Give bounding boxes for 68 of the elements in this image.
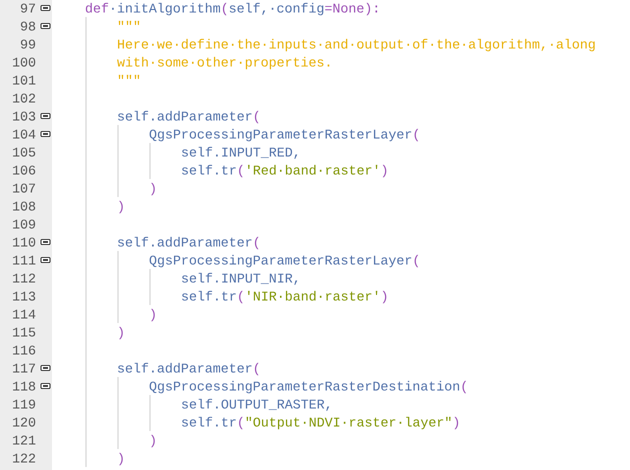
line-number: 106 — [13, 166, 36, 175]
code-text: QgsProcessingParameterRasterLayer — [150, 254, 412, 268]
code-text: ( — [239, 290, 243, 304]
code-text: =None): — [325, 2, 378, 16]
code-text: with·some·other·properties. — [117, 56, 330, 70]
line-number: 114 — [13, 310, 36, 318]
code-text: QgsProcessingParameterRasterLayer — [150, 128, 412, 142]
code-text: ) — [119, 452, 123, 466]
code-text: ( — [239, 164, 243, 178]
code-text: """ — [118, 74, 140, 79]
line-number: 112 — [13, 274, 36, 282]
line-number: 117 — [13, 364, 35, 372]
code-text: ( — [414, 254, 418, 268]
line-number: 118 — [13, 382, 36, 391]
code-text: ( — [222, 2, 226, 16]
line-number: 105 — [13, 148, 36, 157]
code-text: self.tr — [182, 290, 236, 301]
code-text: ) — [119, 200, 123, 214]
code-text: self.INPUT_RED, — [182, 146, 298, 159]
line-number: 103 — [13, 112, 36, 121]
line-number: 119 — [13, 400, 36, 409]
code-text: ( — [254, 110, 258, 124]
line-number: 100 — [13, 58, 36, 67]
code-text: self.tr — [182, 416, 236, 427]
line-number: 122 — [13, 454, 36, 462]
line-number: 115 — [13, 328, 36, 337]
code-text: Here·we·define·the·inputs·and·output·of·the·algorithm,·along — [118, 38, 595, 52]
code-text: self.addParameter — [118, 362, 252, 373]
code-text: ) — [382, 164, 386, 178]
line-number: 110 — [13, 238, 36, 247]
line-number: 108 — [13, 202, 36, 211]
code-text: ) — [454, 416, 458, 430]
code-text: ( — [462, 380, 466, 394]
line-number: 111 — [13, 256, 36, 264]
code-text: ( — [254, 362, 258, 376]
code-text: self,·config — [230, 2, 324, 16]
code-text: self.tr — [182, 164, 236, 175]
code-text: ·initAlgorithm — [112, 2, 220, 16]
code-text: def — [86, 2, 108, 13]
code-text: "Output·NDVI·raster·layer" — [246, 416, 450, 430]
line-number: 102 — [13, 94, 36, 103]
line-number: 120 — [13, 418, 36, 427]
code-text: self.addParameter — [118, 110, 252, 121]
code-text: ) — [151, 308, 155, 322]
line-number: 97 — [20, 4, 35, 13]
line-number: 116 — [13, 346, 36, 355]
line-number: 113 — [13, 292, 36, 301]
code-text: 'Red·band·raster' — [248, 164, 378, 175]
code-text: ( — [254, 236, 258, 250]
code-text: """ — [118, 20, 140, 25]
code-text: ) — [382, 290, 386, 304]
line-number: 99 — [20, 40, 36, 49]
line-number: 98 — [20, 22, 36, 31]
code-text: self.addParameter — [118, 236, 252, 247]
code-text: ) — [151, 434, 155, 448]
code-text: ( — [239, 416, 243, 430]
line-number: 109 — [13, 220, 36, 229]
code-text: self.INPUT_NIR, — [182, 272, 298, 285]
line-number: 107 — [13, 184, 35, 193]
code-text: self.OUTPUT_RASTER, — [182, 398, 330, 411]
code-text: QgsProcessingParameterRasterDestination — [150, 380, 460, 394]
code-text: ( — [414, 128, 418, 142]
code-text: ) — [119, 326, 123, 340]
code-text: 'NIR·band·raster' — [248, 290, 378, 301]
line-number: 104 — [13, 130, 36, 139]
line-number: 121 — [13, 436, 36, 444]
line-number: 101 — [13, 76, 36, 85]
code-text: ) — [151, 182, 155, 196]
